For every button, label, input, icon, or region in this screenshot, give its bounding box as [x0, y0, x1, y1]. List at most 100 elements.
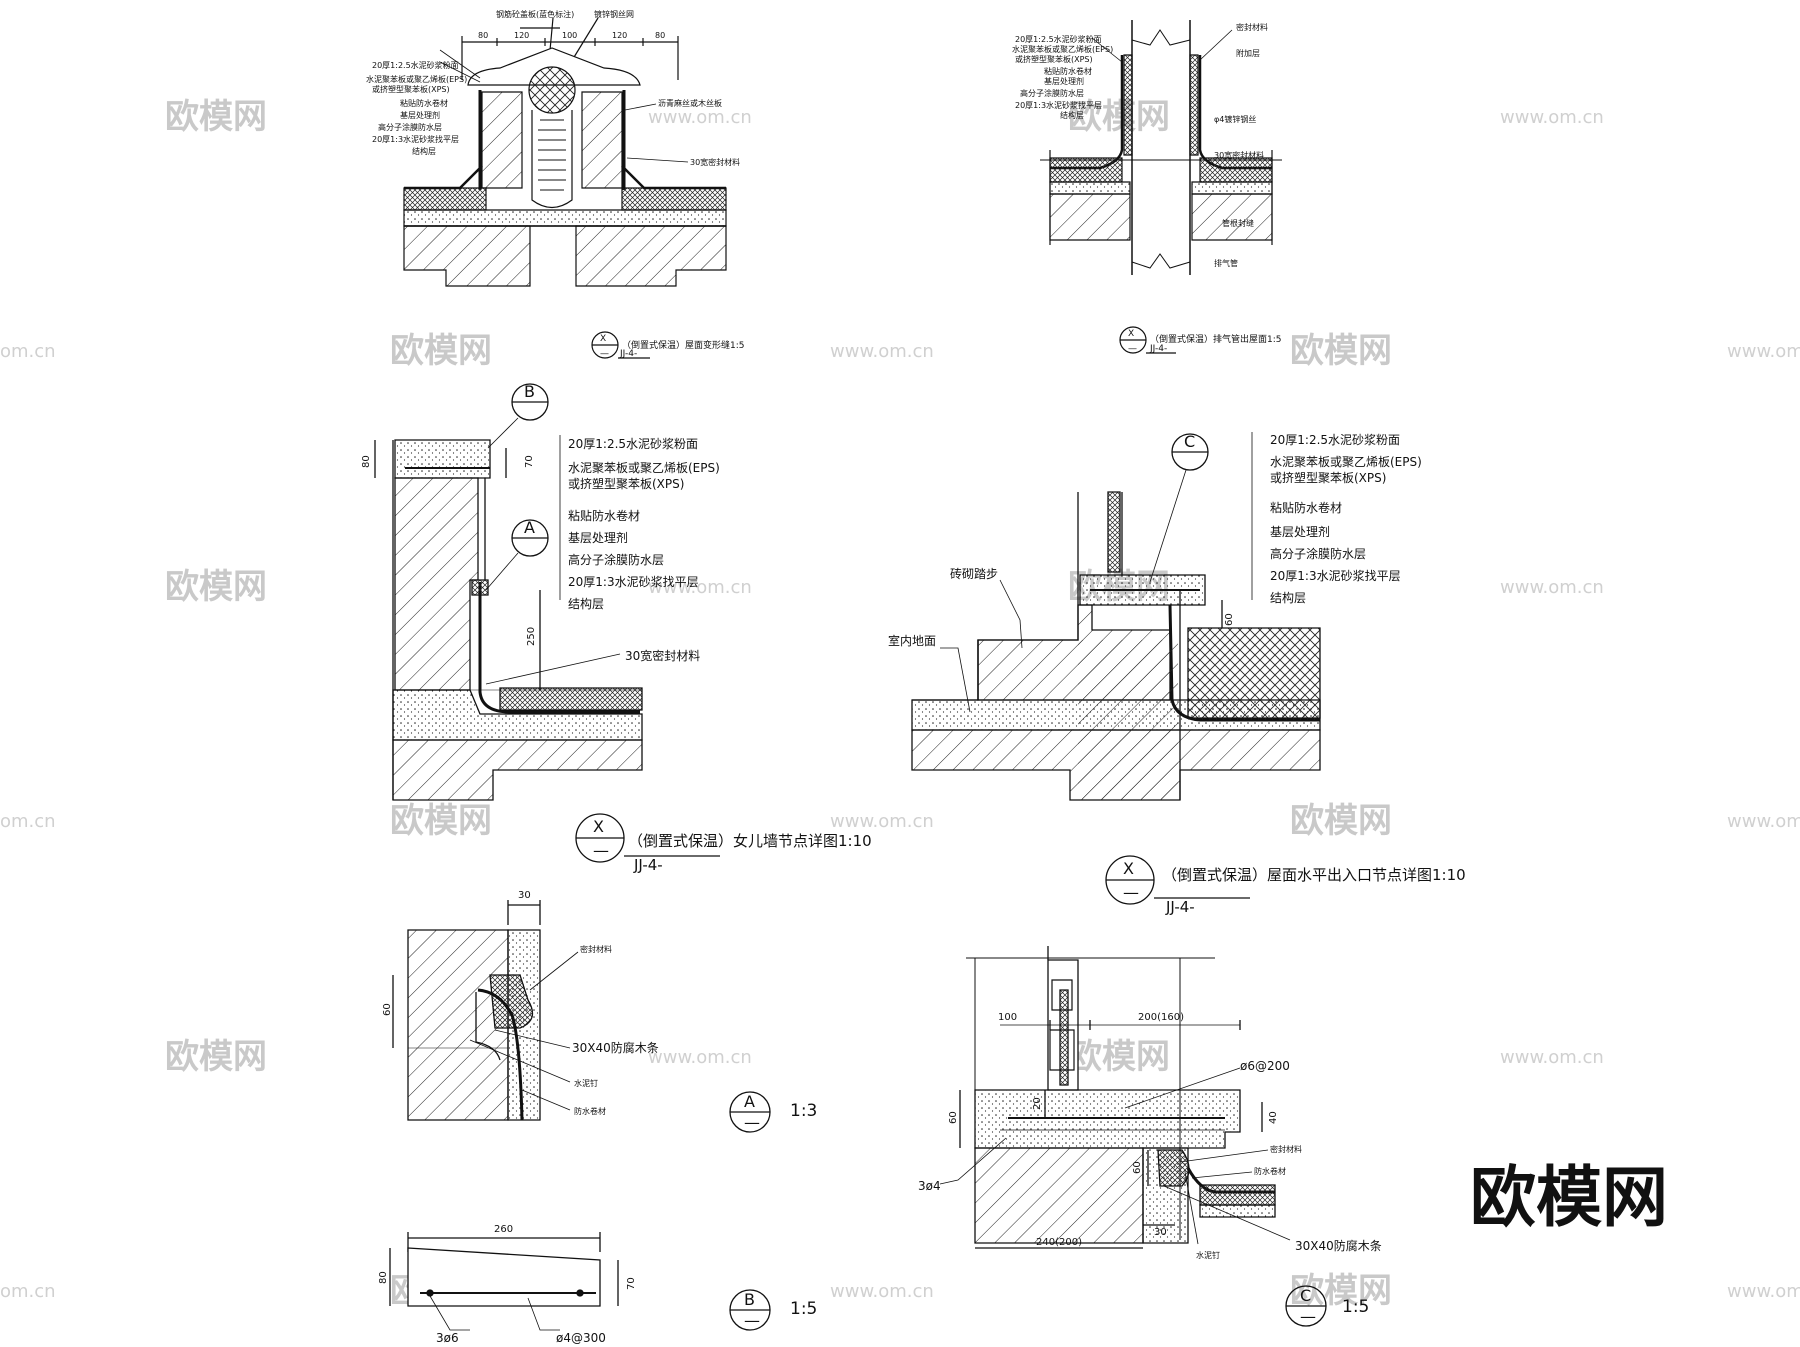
layer-label: 粘贴防水卷材 — [1044, 66, 1092, 76]
dim-label: 80 — [655, 31, 665, 40]
detail-roof-entrance: 60 C 砖砌踏步 室内地面 20厚1:2.5水泥砂浆粉面 水泥聚苯板或聚乙烯板… — [888, 432, 1466, 916]
note-filler: 沥青麻丝或木丝板 — [658, 98, 722, 108]
layer-label: 粘贴防水卷材 — [1270, 500, 1342, 515]
callout-b: B — [524, 382, 535, 401]
layer-label: 高分子涂膜防水层 — [1020, 88, 1084, 98]
note-indoor-floor: 室内地面 — [888, 633, 936, 648]
watermark-logo: 欧模网 — [1290, 331, 1392, 371]
symbol-top: B — [744, 1290, 755, 1309]
detail-title: （倒置式保温）屋面变形缝1:5 — [622, 339, 745, 351]
note-sealant: 30宽密封材料 — [690, 157, 740, 167]
watermark-logo: 欧模网 — [390, 801, 492, 841]
watermark-url: www.om.cn — [1500, 1047, 1604, 1068]
watermark-url: www.om.cn — [648, 577, 752, 598]
watermark-url: om.cn — [0, 811, 56, 832]
layer-label: 高分子涂膜防水层 — [1270, 546, 1366, 561]
dim-label: 60 — [1224, 613, 1235, 626]
dim-label: 20 — [1032, 1097, 1043, 1110]
note-sealant-width: 30宽密封材料 — [1214, 150, 1264, 160]
dim-label: 100 — [998, 1012, 1017, 1023]
watermark-url: www.om.cn — [1727, 1281, 1800, 1302]
layer-label: 基层处理剂 — [1044, 76, 1084, 86]
layer-label: 结构层 — [412, 146, 436, 156]
dim-label: 120 — [612, 31, 627, 40]
detail-title: （倒置式保温）排气管出屋面1:5 — [1150, 333, 1282, 345]
note-brick-step: 砖砌踏步 — [950, 566, 998, 581]
note-pipe-seal: 管根封缝 — [1222, 218, 1254, 228]
detail-c: 100 200(160) 20 60 40 60 30 240(200) ø6@… — [918, 946, 1382, 1326]
symbol-bottom: — — [600, 349, 609, 359]
detail-vent-pipe: 20厚1:2.5水泥砂浆粉面 水泥聚苯板或聚乙烯板(EPS) 或挤塑型聚苯板(X… — [1012, 20, 1282, 354]
note-wood-strip: 30X40防腐木条 — [572, 1040, 659, 1055]
layer-label: 水泥聚苯板或聚乙烯板(EPS) — [366, 74, 467, 84]
symbol-bottom: — — [744, 1113, 760, 1132]
watermark-logo: 欧模网 — [165, 1037, 267, 1077]
watermark-url: om.cn — [0, 1281, 56, 1302]
symbol-top: X — [600, 334, 606, 344]
layer-label: 水泥聚苯板或聚乙烯板(EPS) — [1270, 455, 1422, 469]
note-sealant: 密封材料 — [580, 944, 612, 954]
detail-b: 260 80 70 3ø6 ø4@300 B — 1:5 — [378, 1224, 817, 1345]
symbol-sheet: JJ-4- — [619, 349, 637, 359]
symbol-sheet: JJ-4- — [1165, 898, 1195, 916]
layer-label: 结构层 — [568, 596, 604, 611]
layer-label: 20厚1:3水泥砂浆找平层 — [1015, 100, 1102, 110]
watermark-url: www.om.cn — [648, 1047, 752, 1068]
dim-label: 80 — [378, 1271, 389, 1284]
detail-parapet: 80 70 250 B A 20厚1:2.5水泥砂浆粉面 水泥聚苯板或聚乙烯板(… — [361, 382, 872, 874]
note-nail: 水泥钉 — [1196, 1250, 1220, 1260]
dim-label: 80 — [478, 31, 488, 40]
note-cover-plate: 钢筋砼盖板(蓝色标注) — [496, 9, 574, 19]
layer-label: 粘贴防水卷材 — [400, 98, 448, 108]
layer-label: 20厚1:2.5水泥砂浆粉面 — [372, 60, 459, 70]
detail-scale: 1:5 — [1342, 1297, 1369, 1317]
layer-label: 20厚1:3水泥砂浆找平层 — [1270, 568, 1401, 583]
watermark-url: www.om.cn — [1727, 811, 1800, 832]
symbol-top: A — [744, 1092, 755, 1111]
detail-scale: 1:3 — [790, 1101, 817, 1121]
layer-label: 或挤塑型聚苯板(XPS) — [568, 476, 684, 491]
watermark-logo: 欧模网 — [165, 567, 267, 607]
layer-label: 结构层 — [1270, 590, 1306, 605]
watermark-logo: 欧模网 — [1290, 801, 1392, 841]
callout-c: C — [1184, 432, 1195, 451]
watermark-logo: 欧模网 — [1068, 97, 1170, 137]
watermark-logo: 欧模网 — [1068, 1037, 1170, 1077]
layer-label: 或挤塑型聚苯板(XPS) — [1015, 54, 1093, 64]
watermark-logo: 欧模网 — [165, 97, 267, 137]
symbol-top: C — [1300, 1286, 1311, 1305]
symbol-bottom: — — [1128, 344, 1137, 354]
note-rebar: ø6@200 — [1240, 1059, 1290, 1073]
symbol-top: X — [593, 817, 604, 836]
symbol-sheet: JJ-4- — [633, 856, 663, 874]
note-rebar: 3ø6 — [436, 1331, 459, 1345]
dim-label: 60 — [1132, 1161, 1143, 1174]
layer-label: 20厚1:2.5水泥砂浆粉面 — [568, 436, 698, 451]
dim-label: 240(200) — [1036, 1237, 1082, 1248]
layer-label: 20厚1:3水泥砂浆找平层 — [568, 574, 699, 589]
note-vent-pipe: 排气管 — [1214, 258, 1238, 268]
dim-label: 250 — [526, 627, 537, 646]
layer-label: 或挤塑型聚苯板(XPS) — [372, 84, 450, 94]
dim-label: 120 — [514, 31, 529, 40]
dim-label: 60 — [948, 1111, 959, 1124]
symbol-bottom: — — [744, 1311, 760, 1330]
symbol-bottom: — — [593, 841, 609, 860]
dim-label: 70 — [626, 1277, 637, 1290]
layer-label: 结构层 — [1060, 110, 1084, 120]
note-nail: 水泥钉 — [574, 1078, 598, 1088]
layer-label: 水泥聚苯板或聚乙烯板(EPS) — [1012, 44, 1113, 54]
watermark-url: www.om.cn — [1727, 341, 1800, 362]
layer-label: 粘贴防水卷材 — [568, 508, 640, 523]
dim-label: 80 — [361, 455, 372, 468]
dim-label: 30 — [1154, 1227, 1167, 1238]
note-wire-mesh: 镀锌钢丝网 — [594, 9, 634, 19]
dim-label: 60 — [382, 1003, 393, 1016]
detail-expansion-joint: 80 120 100 120 80 钢筋砼盖板(蓝色标注) 镀锌钢丝网 20厚1 — [366, 9, 745, 359]
layer-label: 基层处理剂 — [568, 530, 628, 545]
layer-label: 基层处理剂 — [400, 110, 440, 120]
layer-label: 基层处理剂 — [1270, 524, 1330, 539]
note-rebar-count: 3ø4 — [918, 1179, 941, 1193]
layer-label: 20厚1:3水泥砂浆找平层 — [372, 134, 459, 144]
symbol-top: X — [1128, 329, 1134, 339]
